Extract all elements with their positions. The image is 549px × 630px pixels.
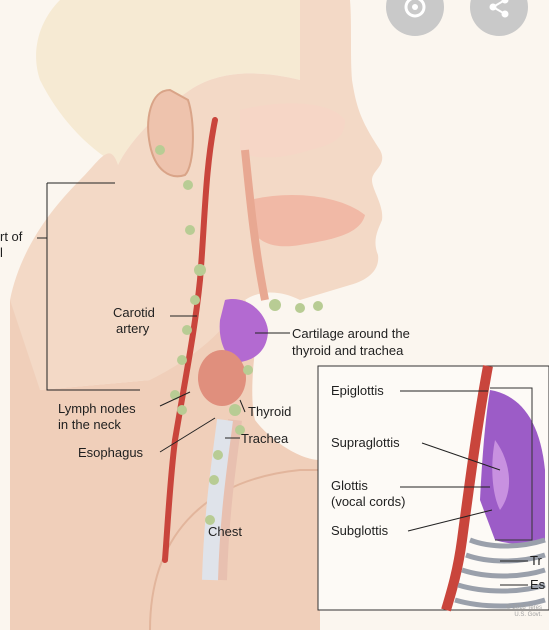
- label-epiglottis: Epiglottis: [331, 383, 384, 399]
- share-icon: [485, 0, 513, 21]
- label-tr: Tr: [530, 553, 542, 569]
- label-supraglottis: Supraglottis: [331, 435, 400, 451]
- label-lymph-1: Lymph nodes: [58, 401, 136, 417]
- label-thyroid: Thyroid: [248, 404, 291, 420]
- label-glottis: Glottis: [331, 478, 368, 494]
- label-part-of-2: l: [0, 245, 3, 261]
- label-subglottis: Subglottis: [331, 523, 388, 539]
- label-es: Es: [530, 577, 545, 593]
- label-vocal-cords: (vocal cords): [331, 494, 405, 510]
- thyroid-gland: [198, 350, 246, 406]
- label-trachea: Trachea: [241, 431, 288, 447]
- label-chest: Chest: [208, 524, 242, 540]
- label-cartilage-2: thyroid and trachea: [292, 343, 403, 359]
- watermark-line-1: © 2018 Teres: [470, 605, 542, 612]
- label-part-of: rt of: [0, 229, 22, 245]
- label-lymph-2: in the neck: [58, 417, 121, 433]
- label-esophagus: Esophagus: [78, 445, 143, 461]
- label-carotid: Carotid: [113, 305, 155, 321]
- watermark-line-2: U.S. Govt.: [470, 612, 542, 619]
- camera-lens-icon: [401, 0, 429, 21]
- label-cartilage-1: Cartilage around the: [292, 326, 410, 342]
- label-artery: artery: [116, 321, 149, 337]
- watermark: © 2018 Teres U.S. Govt.: [470, 605, 542, 619]
